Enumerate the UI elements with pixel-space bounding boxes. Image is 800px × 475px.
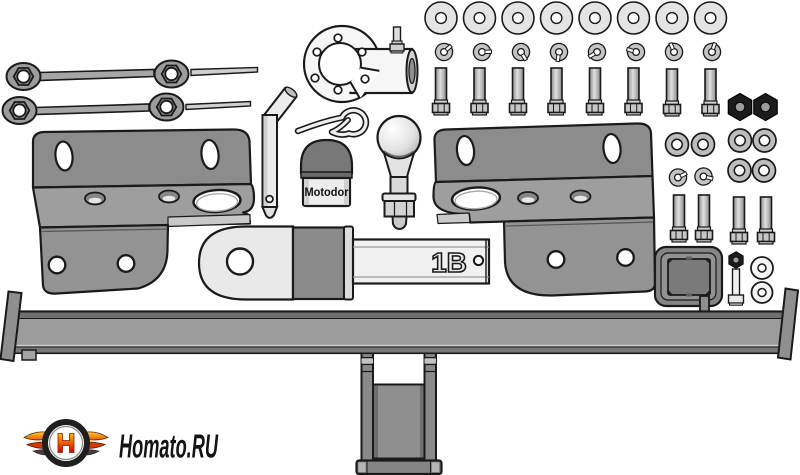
hex-bolt-row <box>431 67 720 117</box>
black-hex-nut-pair <box>727 92 778 122</box>
receiver-plug <box>653 245 724 308</box>
receiver-bottom-flange <box>355 459 443 475</box>
plug-nut <box>728 251 744 269</box>
r-clip <box>294 107 370 138</box>
link-strap-bottom <box>1 92 252 125</box>
hitch-pin <box>261 86 298 219</box>
ball-mount-tongue: 1B <box>197 225 491 301</box>
socket-mounting-plate <box>302 24 419 104</box>
small-washer-pair <box>664 132 716 157</box>
receiver-tube <box>360 349 437 463</box>
beam-foot-left <box>21 349 37 361</box>
crossbeam <box>12 310 788 355</box>
beam-end-plate-right <box>776 287 800 361</box>
homato-logo: Homato.RU <box>23 419 218 467</box>
small-spring-washer-pair <box>666 165 715 189</box>
beam-end-plate-left <box>0 290 23 363</box>
link-strap-top <box>5 59 259 91</box>
mounting-bracket-right <box>432 122 657 297</box>
ball-cover-brand-label: Motodor <box>305 187 350 199</box>
plug-bolt <box>727 268 745 306</box>
flat-washer-row <box>424 1 728 35</box>
medium-bolt-group <box>669 194 776 245</box>
plug-washer-pair <box>750 256 774 304</box>
tow-ball <box>376 114 422 231</box>
round-spacer-nut-group <box>727 128 777 183</box>
ball-cover: Motodor <box>299 138 354 208</box>
spring-washer-row <box>433 40 722 65</box>
tongue-marking-label: 1B <box>431 247 467 278</box>
mounting-bracket-left <box>31 128 256 295</box>
socket-plate-bolt <box>389 26 405 54</box>
watermark-text: Homato.RU <box>119 429 218 466</box>
homato-wings-icon <box>23 419 109 467</box>
crossbeam-with-receiver <box>0 287 800 475</box>
